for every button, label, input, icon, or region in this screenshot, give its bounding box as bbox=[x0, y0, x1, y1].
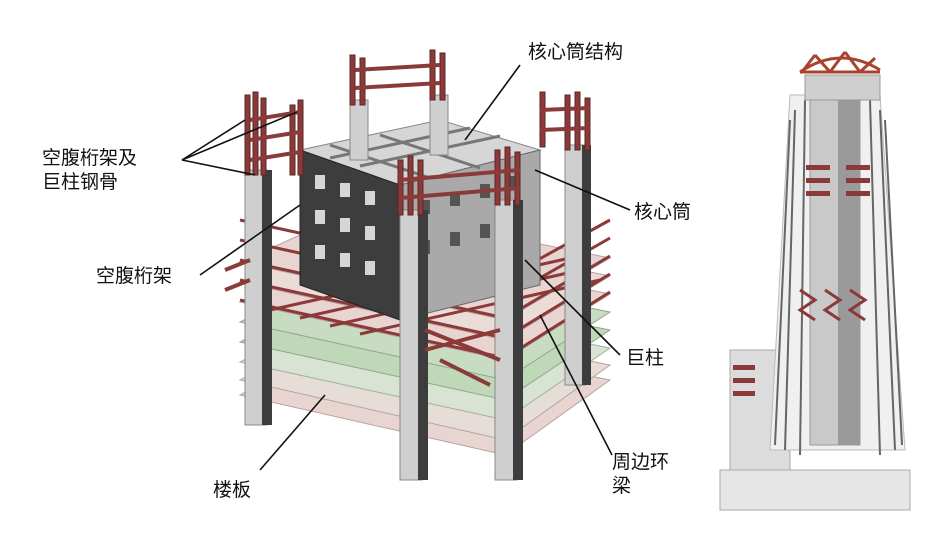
tower-crown bbox=[800, 52, 880, 72]
label-floor-slab: 楼板 bbox=[213, 478, 251, 502]
label-mega-column: 巨柱 bbox=[626, 346, 664, 370]
leader-core-tube-structure bbox=[465, 65, 520, 140]
leader-vierendeel-truss-3 bbox=[182, 160, 255, 175]
label-vierendeel-truss-and-mega-column-steel: 空腹桁架及巨柱钢骨 bbox=[42, 146, 172, 194]
leader-vierendeel-truss-1 bbox=[182, 120, 245, 160]
label-vierendeel-line: 空腹桁架及巨柱钢骨 bbox=[42, 146, 172, 194]
label-core-tube: 核心筒 bbox=[634, 200, 691, 224]
label-perimeter-ring-beam: 周边环梁 bbox=[612, 450, 692, 498]
label-vierendeel-truss: 空腹桁架 bbox=[96, 264, 172, 288]
label-core-tube-structure: 核心筒结构 bbox=[528, 40, 623, 64]
tower-rendering bbox=[720, 52, 910, 510]
